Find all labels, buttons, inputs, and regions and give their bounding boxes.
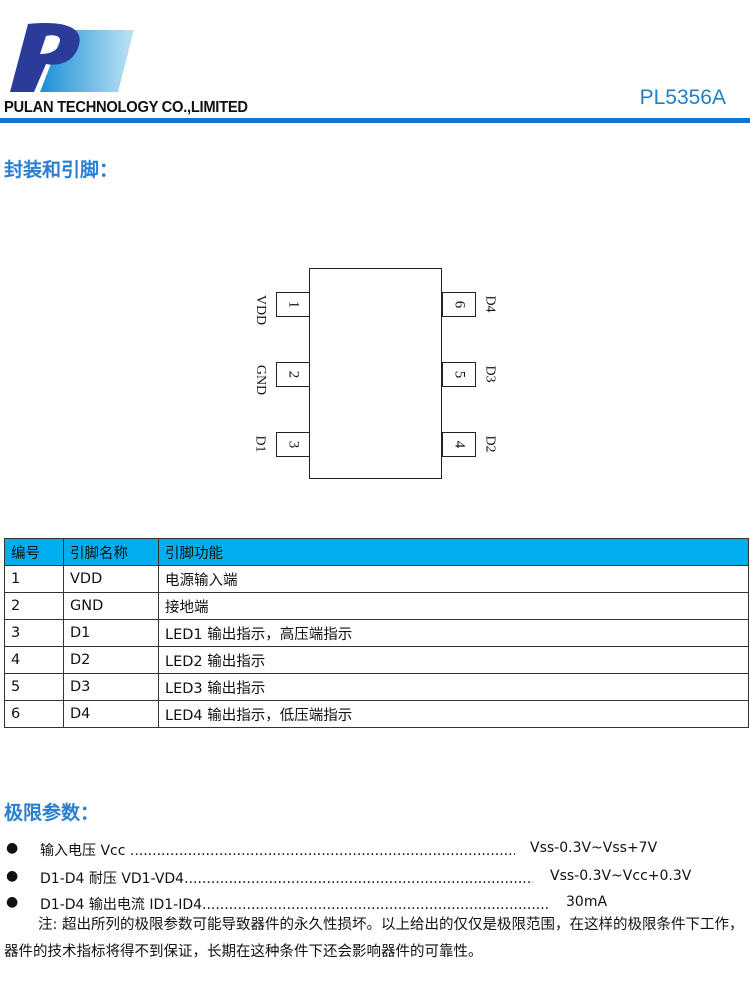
pin-3: 3 xyxy=(276,432,310,457)
bullet-icon: ● xyxy=(6,894,19,910)
cell: 接地端 xyxy=(158,592,749,620)
pin-label-vdd: VDD xyxy=(253,294,268,326)
cell: 3 xyxy=(4,619,64,647)
cell: D2 xyxy=(63,646,159,674)
limit-label: D1-D4 输出电流 ID1-ID4......................… xyxy=(40,897,548,913)
limit-label: 输入电压 Vcc ...............................… xyxy=(40,843,515,859)
chip-body xyxy=(309,268,442,479)
limit-value: Vss-0.3V~Vcc+0.3V xyxy=(550,868,692,884)
cell: 1 xyxy=(4,565,64,593)
header-cell: 引脚功能 xyxy=(158,538,749,566)
limit-value: 30mA xyxy=(566,894,608,910)
cell: 2 xyxy=(4,592,64,620)
cell: LED3 输出指示 xyxy=(158,673,749,701)
cell: 5 xyxy=(4,673,64,701)
pin-5: 5 xyxy=(442,362,476,387)
company-logo xyxy=(10,23,134,92)
pin-label-gnd: GND xyxy=(253,364,268,396)
section-title-package: 封装和引脚： xyxy=(4,159,119,181)
pin-6: 6 xyxy=(442,292,476,317)
cell: LED2 输出指示 xyxy=(158,646,749,674)
limit-value: Vss-0.3V~Vss+7V xyxy=(530,840,658,856)
header-cell: 引脚名称 xyxy=(63,538,159,566)
pin-label-d1: D1 xyxy=(253,435,268,453)
pin-label-d3: D3 xyxy=(483,365,498,383)
cell: 6 xyxy=(4,700,64,728)
cell: D1 xyxy=(63,619,159,647)
cell: 电源输入端 xyxy=(158,565,749,593)
cell: LED4 输出指示，低压端指示 xyxy=(158,700,749,728)
bullet-icon: ● xyxy=(6,868,19,884)
cell: 4 xyxy=(4,646,64,674)
cell: VDD xyxy=(63,565,159,593)
model-number: PL5356A xyxy=(639,86,726,109)
bullet-icon: ● xyxy=(6,840,19,856)
cell: D3 xyxy=(63,673,159,701)
pin-1: 1 xyxy=(276,292,310,317)
header-divider xyxy=(0,118,750,123)
limit-label: D1-D4 耐压 VD1-VD4........................… xyxy=(40,871,533,887)
pin-label-d4: D4 xyxy=(483,295,498,313)
cell: LED1 输出指示，高压端指示 xyxy=(158,619,749,647)
limits-note: 注: 超出所列的极限参数可能导致器件的永久性损坏。以上给出的仅仅是极限范围，在这… xyxy=(4,917,744,960)
table-header-row: 编号 引脚名称 引脚功能 xyxy=(4,538,749,566)
cell: GND xyxy=(63,592,159,620)
limit-item: ● 输入电压 Vcc .............................… xyxy=(0,840,750,860)
company-name: PULAN TECHNOLOGY CO.,LIMITED xyxy=(4,99,248,116)
pin-2: 2 xyxy=(276,362,310,387)
pin-label-d2: D2 xyxy=(483,435,498,453)
section-title-limits: 极限参数： xyxy=(4,802,100,824)
cell: D4 xyxy=(63,700,159,728)
header-cell: 编号 xyxy=(4,538,64,566)
limit-item: ● D1-D4 输出电流 ID1-ID4....................… xyxy=(0,894,750,914)
limit-item: ● D1-D4 耐压 VD1-VD4......................… xyxy=(0,868,750,888)
pin-4: 4 xyxy=(442,432,476,457)
